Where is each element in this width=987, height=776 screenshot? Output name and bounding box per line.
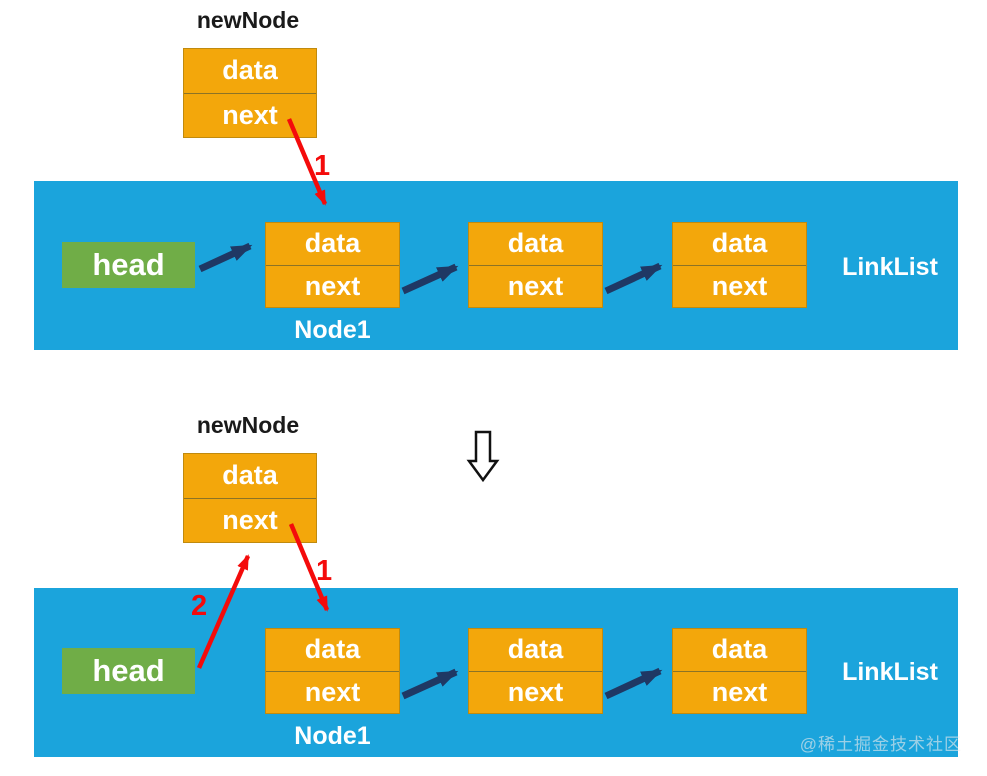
new-node-box-bottom: data next [183,453,317,543]
head-box-bottom: head [62,648,195,694]
step-label-2-bottom: 2 [191,590,208,622]
next-cell: next [673,264,806,308]
data-cell: data [507,634,564,665]
node-box-3-top: data next [672,222,807,308]
linklist-label-top: LinkList [842,253,938,281]
node-box-1-top: data next [265,222,400,308]
linklist-label-bottom: LinkList [842,658,938,686]
step-label-1-top: 1 [314,150,331,182]
data-cell: data [304,228,361,259]
node1-caption-bottom: Node1 [294,722,371,750]
new-node-title-top: newNode [196,7,300,33]
node-box-2-bottom: data next [468,628,603,714]
next-cell: next [184,497,316,543]
step-label-1-bottom: 1 [316,555,333,587]
node1-caption-top: Node1 [294,316,371,344]
node-box-3-bottom: data next [672,628,807,714]
node-box-1-bottom: data next [265,628,400,714]
new-node-box-top: data next [183,48,317,138]
node-box-2-top: data next [468,222,603,308]
next-cell: next [673,670,806,714]
head-box-top: head [62,242,195,288]
data-cell: data [507,228,564,259]
watermark: @稀土掘金技术社区 [799,735,962,754]
next-cell: next [469,670,602,714]
data-cell: data [711,634,768,665]
data-cell: data [222,460,278,491]
data-cell: data [304,634,361,665]
data-cell: data [222,55,278,86]
new-node-title-bottom: newNode [196,412,300,438]
down-hollow-arrow-icon [466,430,500,483]
next-cell: next [184,92,316,138]
data-cell: data [711,228,768,259]
next-cell: next [266,670,399,714]
next-cell: next [469,264,602,308]
next-cell: next [266,264,399,308]
